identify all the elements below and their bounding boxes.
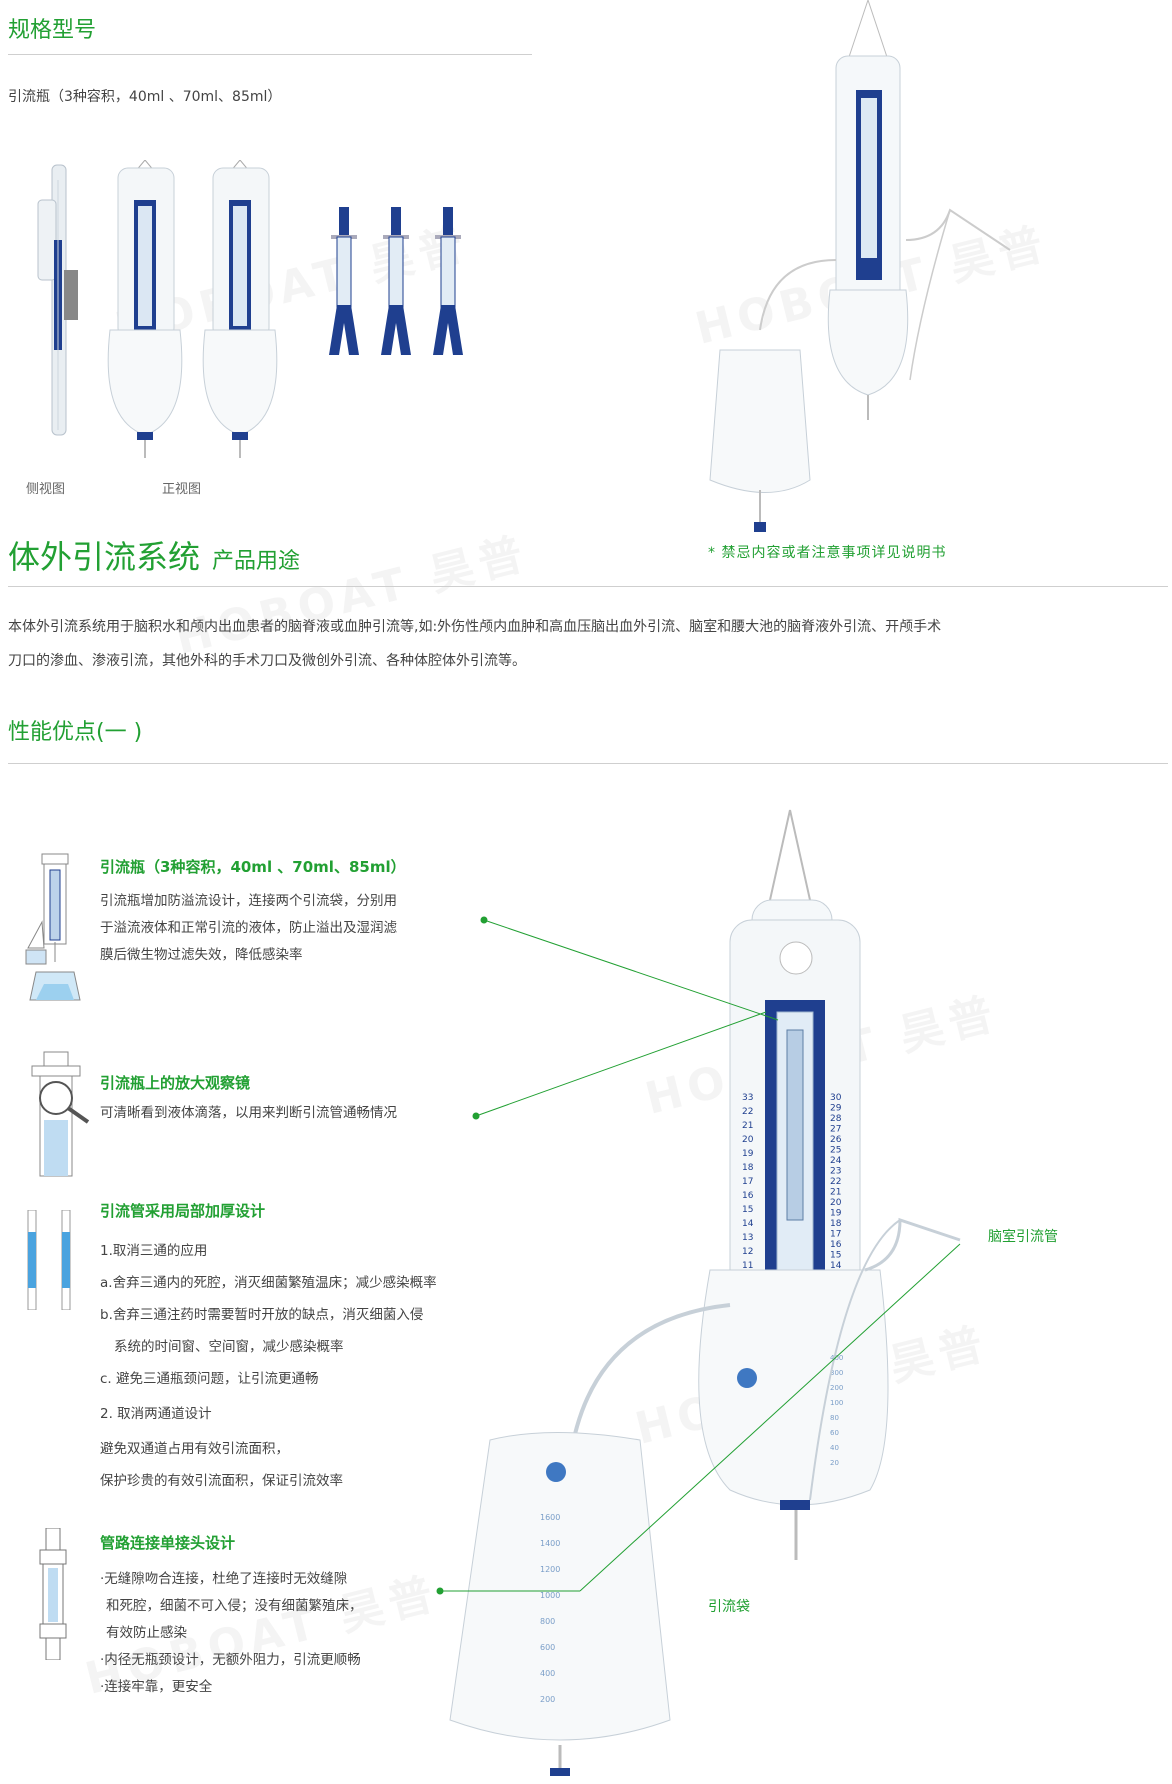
spec-bottle-line: 引流瓶（3种容积，40ml 、70ml、85ml） (8, 89, 282, 105)
feature-2-line: 可清晰看到液体滴落，以用来判断引流管通畅情况 (100, 1105, 397, 1121)
scale-tick-label: 1400 (540, 1539, 560, 1548)
feature-4-line: ·连接牢靠，更安全 (100, 1679, 213, 1695)
feature-3-line: 2. 取消两通道设计 (100, 1406, 212, 1422)
side-view-label: 侧视图 (26, 482, 66, 497)
scale-tick-label: 28 (830, 1114, 842, 1124)
scale-tick-label: 26 (830, 1135, 842, 1145)
feature-3-line: b.舍弃三通注药时需要暂时开放的缺点，消灭细菌入侵 (100, 1307, 424, 1323)
feature-3-line: 保护珍贵的有效引流面积，保证引流效率 (100, 1473, 343, 1489)
connector-icon (39, 1528, 67, 1660)
scale-tick-label: 17 (830, 1230, 841, 1240)
feature-4-line: ·内径无瓶颈设计，无额外阻力，引流更顺畅 (100, 1652, 361, 1668)
magnifier-bottle-icon (31, 1051, 90, 1177)
feature-2-text: 可清晰看到液体滴落，以用来判断引流管通畅情况 (100, 1100, 397, 1127)
scale-tick-label: 12 (742, 1247, 753, 1257)
drip-bottle-icon (25, 853, 81, 1001)
scale-tick-label: 400 (540, 1669, 555, 1678)
scale-tick-label: 19 (830, 1209, 842, 1219)
side-view-image (37, 164, 78, 436)
divider (8, 763, 1168, 764)
drainage-system-image: 332221201918171615141312111098 302928272… (449, 809, 961, 1776)
usage-title: 体外引流系统 (8, 538, 201, 576)
feature-4-line: 有效防止感染 (106, 1625, 187, 1641)
scale-tick-label: 100 (830, 1399, 843, 1407)
feature-3-title: 引流管采用局部加厚设计 (100, 1202, 266, 1220)
scale-tick-label: 21 (742, 1121, 753, 1131)
system-overview-image (709, 0, 1011, 532)
scale-tick-label: 800 (540, 1617, 555, 1626)
feature-1-line: 膜后微生物过滤失效，降低感染率 (100, 947, 303, 963)
scale-tick-label: 22 (830, 1177, 841, 1187)
usage-body-1: 本体外引流系统用于脑积水和颅内出血患者的脑脊液或血肿引流等,如:外伤性颅内血肿和… (8, 619, 942, 635)
scale-tick-label: 24 (830, 1156, 842, 1166)
scale-tick-label: 1200 (540, 1565, 560, 1574)
scale-tick-label: 25 (830, 1146, 841, 1156)
thickened-tube-icon (27, 1210, 71, 1310)
feature-1-text: 引流瓶增加防溢流设计，连接两个引流袋，分别用 于溢流液体和正常引流的液体，防止溢… (100, 888, 397, 969)
feature-4-line: 和死腔，细菌不可入侵；没有细菌繁殖床， (106, 1598, 363, 1614)
scale-tick-label: 40 (830, 1444, 839, 1452)
catheter-label: 脑室引流管 (988, 1229, 1058, 1245)
usage-body-2: 刀口的渗血、渗液引流，其他外科的手术刀口及微创外引流、各种体腔体外引流等。 (8, 653, 526, 669)
feature-1-title: 引流瓶（3种容积，40ml 、70ml、85ml） (100, 858, 406, 876)
scale-tick-label: 60 (830, 1429, 839, 1437)
feature-3-text: 1.取消三通的应用 a.舍弃三通内的死腔，消灭细菌繁殖温床；减少感染概率 b.舍… (100, 1236, 437, 1497)
scale-tick-label: 14 (742, 1219, 754, 1229)
scale-tick-label: 80 (830, 1414, 839, 1422)
scale-tick-label: 17 (742, 1177, 753, 1187)
feature-3-line: a.舍弃三通内的死腔，消灭细菌繁殖温床；减少感染概率 (100, 1275, 437, 1291)
scale-tick-label: 11 (742, 1261, 753, 1271)
usage-subtitle: 产品用途 (212, 549, 301, 574)
bag-label: 引流袋 (708, 1599, 750, 1615)
front-view-label: 正视图 (162, 482, 202, 497)
scale-tick-label: 16 (742, 1191, 754, 1201)
notice-text: * 禁忌内容或者注意事项详见说明书 (708, 545, 947, 561)
scale-tick-label: 400 (830, 1354, 843, 1362)
feature-3-line: c. 避免三通瓶颈问题，让引流更通畅 (100, 1371, 319, 1387)
scale-tick-label: 14 (830, 1261, 842, 1271)
front-view-image (107, 160, 278, 458)
feature-2-title: 引流瓶上的放大观察镜 (100, 1074, 251, 1092)
divider (8, 586, 1168, 587)
scale-tick-label: 600 (540, 1643, 555, 1652)
scale-tick-label: 15 (742, 1205, 753, 1215)
scale-tick-label: 1600 (540, 1513, 560, 1522)
divider (8, 54, 532, 55)
scale-tick-label: 22 (742, 1107, 753, 1117)
feature-4-line: ·无缝隙吻合连接，杜绝了连接时无效缝隙 (100, 1571, 348, 1587)
scale-tick-label: 200 (540, 1695, 555, 1704)
scale-tick-label: 27 (830, 1125, 841, 1135)
scale-tick-label: 23 (830, 1167, 841, 1177)
scale-tick-label: 29 (830, 1104, 842, 1114)
scale-tick-label: 19 (742, 1149, 754, 1159)
feature-3-line: 1.取消三通的应用 (100, 1243, 208, 1259)
feature-4-text: ·无缝隙吻合连接，杜绝了连接时无效缝隙 和死腔，细菌不可入侵；没有细菌繁殖床， … (100, 1566, 363, 1701)
scale-tick-label: 33 (742, 1093, 753, 1103)
feature-3-line: 系统的时间窗、空间窗，减少感染概率 (114, 1339, 344, 1355)
scale-tick-label: 1000 (540, 1591, 560, 1600)
performance-title: 性能优点(一 ) (8, 720, 143, 745)
scale-tick-label: 21 (830, 1188, 841, 1198)
feature-4-title: 管路连接单接头设计 (100, 1534, 236, 1552)
scale-tick-label: 20 (830, 1459, 839, 1467)
scale-tick-label: 20 (830, 1198, 842, 1208)
scale-tick-label: 20 (742, 1135, 754, 1145)
scale-tick-label: 18 (830, 1219, 842, 1229)
scale-tick-label: 30 (830, 1093, 842, 1103)
scale-tick-label: 15 (830, 1251, 841, 1261)
scale-tick-label: 18 (742, 1163, 754, 1173)
feature-1-line: 引流瓶增加防溢流设计，连接两个引流袋，分别用 (100, 893, 397, 909)
bottle-sizes-image (329, 207, 463, 355)
scale-tick-label: 16 (830, 1240, 842, 1250)
scale-tick-label: 200 (830, 1384, 843, 1392)
scale-tick-label: 300 (830, 1369, 843, 1377)
scale-tick-label: 13 (742, 1233, 753, 1243)
spec-title: 规格型号 (8, 18, 97, 43)
feature-1-line: 于溢流液体和正常引流的液体，防止溢出及湿润滤 (100, 920, 397, 936)
feature-3-line: 避免双通道占用有效引流面积， (100, 1441, 289, 1457)
